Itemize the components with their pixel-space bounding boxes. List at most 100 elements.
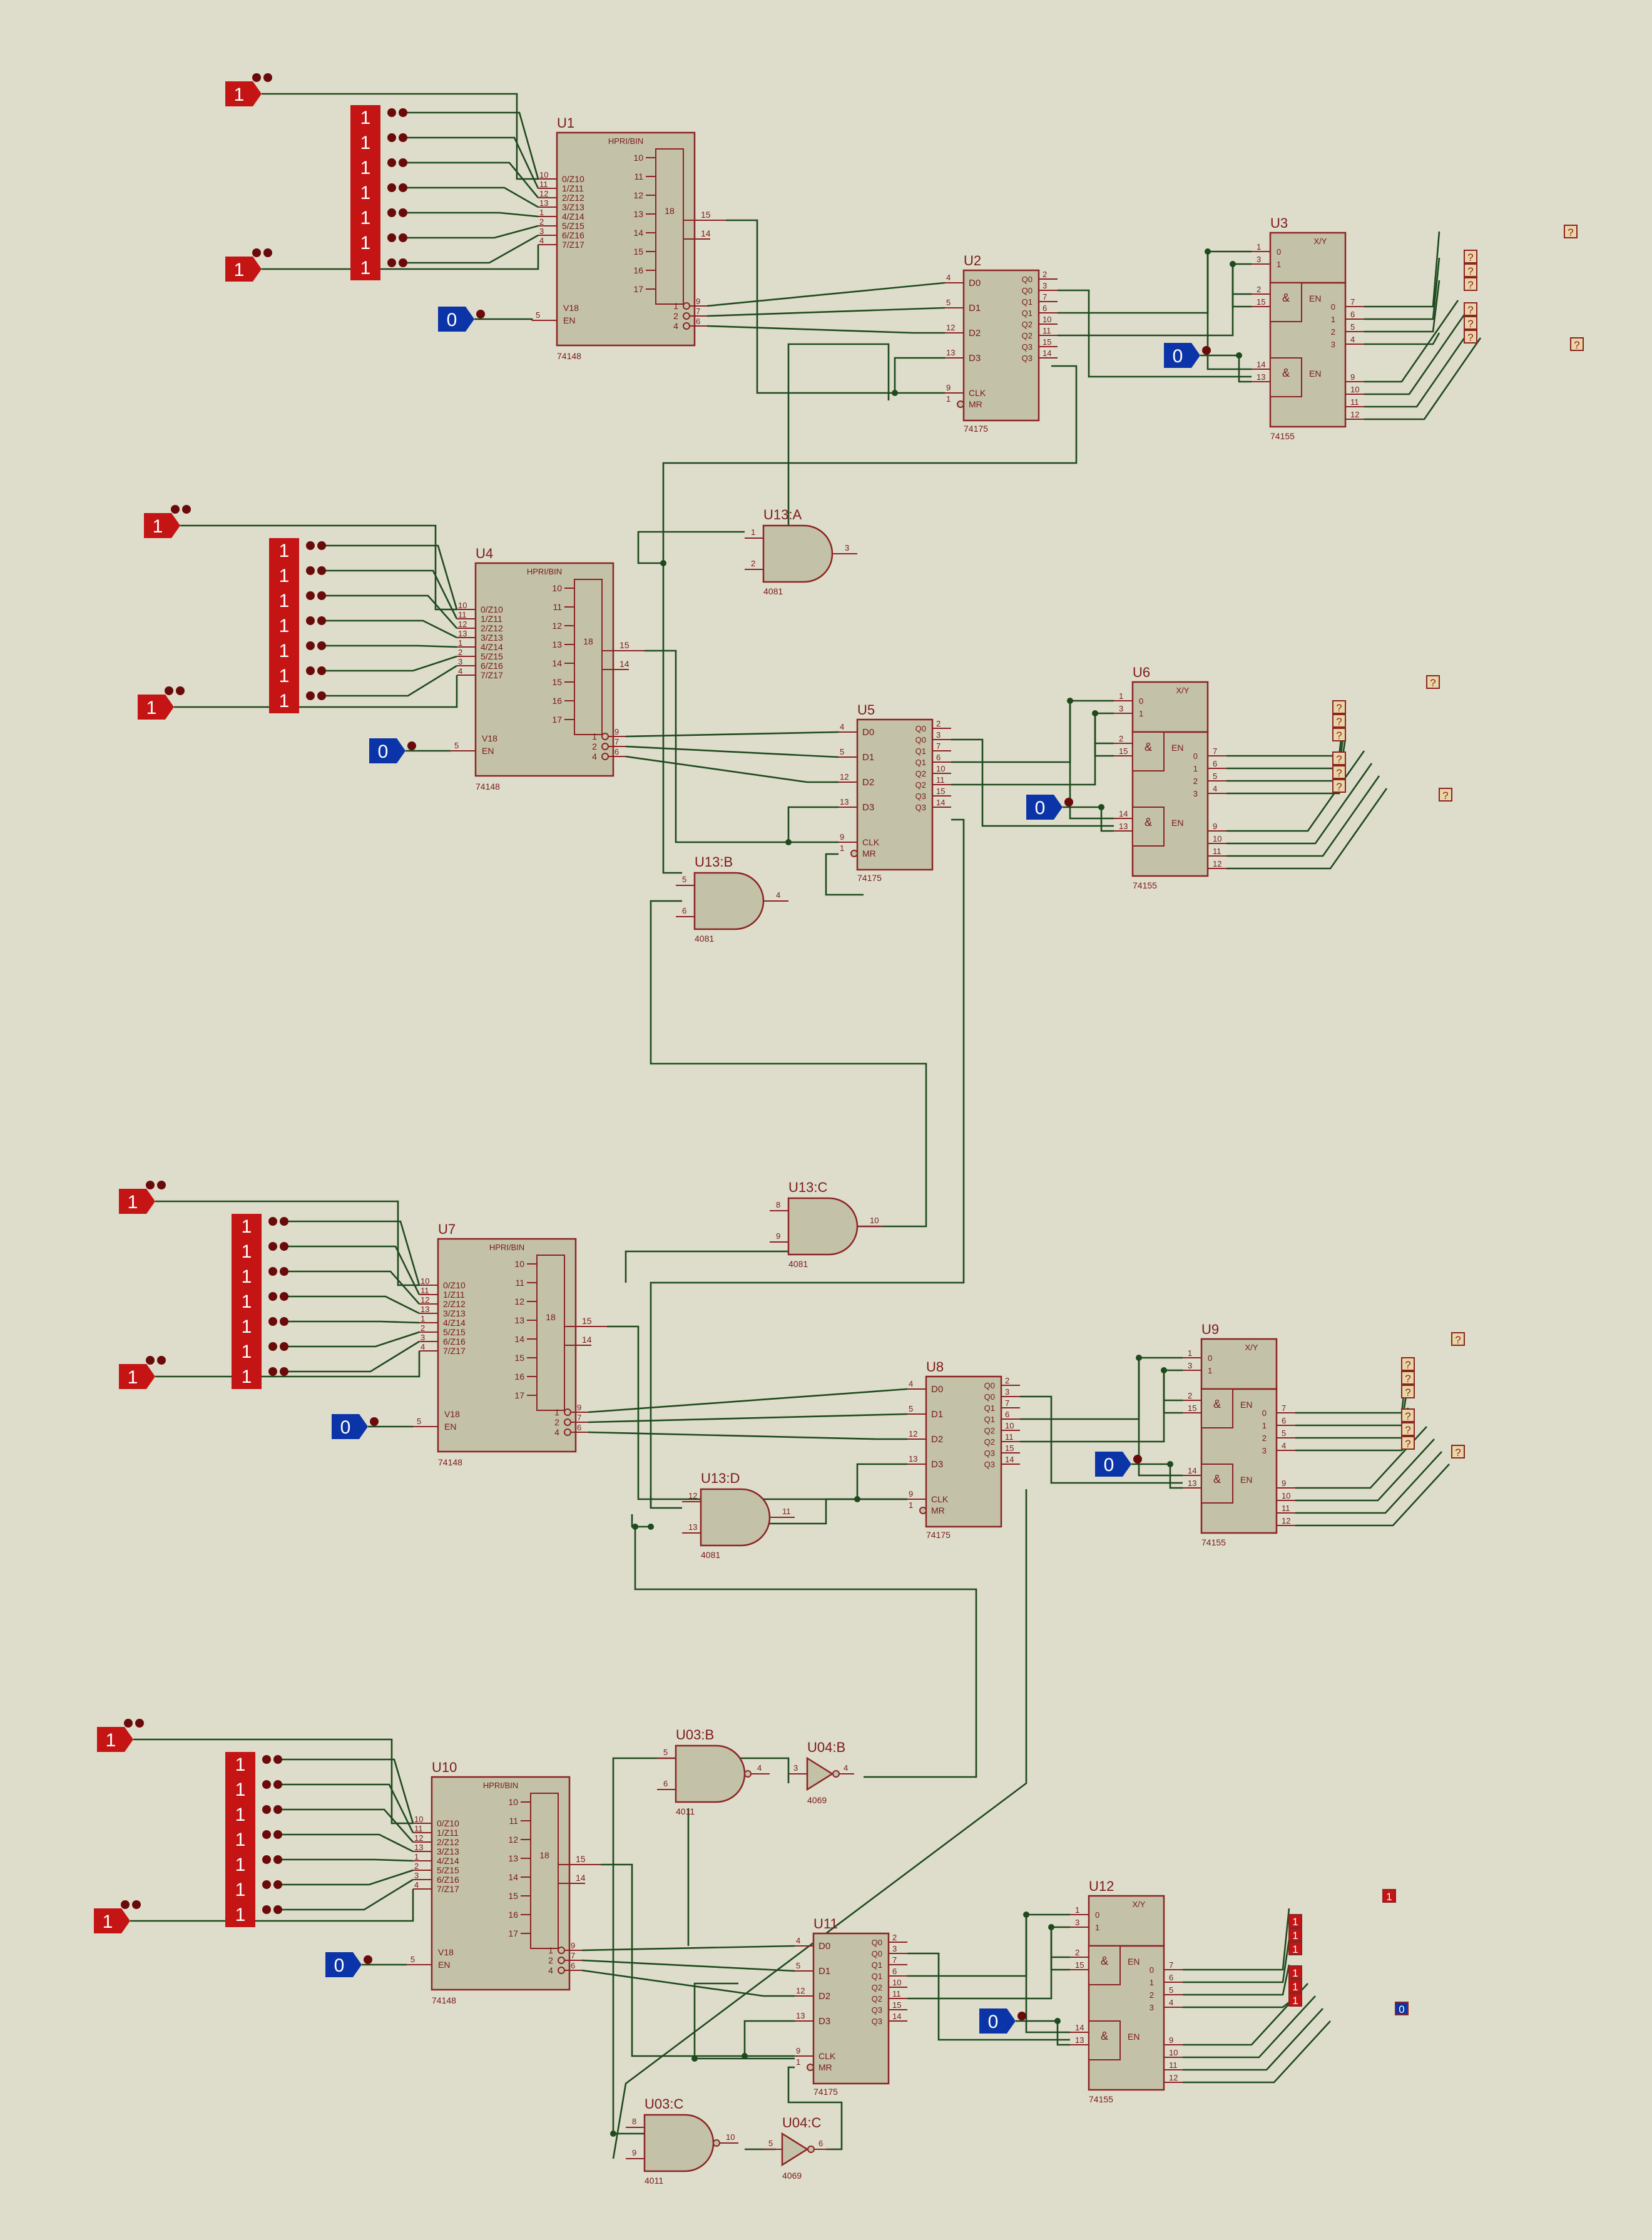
pin-name: 2/Z12 — [481, 623, 503, 633]
junction-dot — [1023, 1912, 1029, 1918]
pin-number: 15 — [514, 1353, 524, 1363]
wire — [1183, 1995, 1316, 2059]
wire — [278, 1878, 414, 1911]
pin-name: 4 — [548, 1965, 553, 1975]
probe-dot — [280, 1317, 288, 1326]
wire — [581, 1945, 795, 1952]
pin-name: 1 — [1139, 709, 1143, 718]
wire — [662, 365, 1078, 874]
pin-number: 11 — [509, 1816, 518, 1826]
probe-value: ? — [1336, 781, 1342, 793]
pin-name: D2 — [969, 328, 981, 339]
pin-number: 2 — [936, 719, 941, 728]
logic-state-box — [369, 738, 405, 763]
probe-dot — [280, 1367, 288, 1376]
probe-box — [1464, 302, 1477, 316]
pin-number: 10 — [726, 2132, 735, 2142]
pin-name: CLK — [818, 2051, 836, 2061]
logic-state-value: 1 — [235, 1779, 246, 1800]
probe-dot — [1133, 1455, 1142, 1464]
logic-state-value: 0 — [988, 2012, 999, 2032]
output-probe: ? — [1451, 1445, 1465, 1459]
probe-dot — [399, 208, 407, 217]
logic-state-box — [350, 105, 380, 130]
part-ref: U11 — [813, 1916, 838, 1932]
logic-low-source: 0 — [1164, 343, 1211, 368]
pin-number: 17 — [552, 715, 562, 725]
inversion-bubble — [683, 322, 690, 330]
pin-number: 10 — [1043, 315, 1051, 324]
pin-number: 13 — [1257, 372, 1265, 382]
pin-number: 11 — [892, 1989, 901, 1998]
pin-name: CLK — [969, 388, 986, 398]
pin-name: EN — [1240, 1475, 1252, 1485]
pin-name: Q2 — [872, 1983, 882, 1992]
wire — [951, 712, 1114, 786]
pin-number: 15 — [582, 1316, 592, 1326]
pin-number: 10 — [414, 1815, 423, 1824]
pin-name: Q3 — [872, 2005, 882, 2015]
probe-dot — [387, 183, 396, 192]
wire — [1206, 252, 1252, 370]
logic-state-box — [225, 1752, 255, 1777]
part-type: 4081 — [788, 1259, 808, 1269]
part-ref: U13:A — [763, 507, 802, 522]
pin-number: 9 — [577, 1403, 581, 1412]
pin-number: 13 — [552, 639, 562, 649]
pin-name: V18 — [563, 303, 579, 313]
logic-low-source: 0 — [325, 1952, 372, 1977]
wire — [607, 1325, 907, 1500]
pin-number: 4 — [840, 722, 844, 731]
logic-state-box — [232, 1314, 262, 1339]
pin-number: 8 — [776, 1200, 780, 1209]
logic-state-box — [269, 538, 299, 563]
pin-number: 13 — [539, 198, 548, 208]
pin-number: 6 — [1005, 1410, 1009, 1419]
probe-dot — [268, 1217, 277, 1226]
probe-dot — [263, 248, 272, 257]
wire — [278, 1783, 414, 1833]
pin-number: 1 — [1257, 242, 1261, 252]
pin-name: 1 — [1150, 1978, 1154, 1987]
part-type: 74155 — [1089, 2094, 1113, 2104]
part-type: 4081 — [701, 1550, 720, 1560]
pin-number: 12 — [414, 1833, 423, 1843]
wire — [180, 524, 457, 611]
wire — [403, 136, 539, 189]
output-probe: ? — [1332, 714, 1346, 728]
latch-u5: U574175D04D15D212D313CLK9MR1Q02Q03Q17Q16… — [839, 702, 951, 883]
pin-name: EN — [1171, 818, 1183, 828]
pin-name: 2 — [1150, 1990, 1154, 2000]
junction-dot — [1067, 698, 1073, 704]
probe-value: 0 — [1399, 2003, 1404, 2015]
encoder-inner-box — [655, 148, 684, 305]
pin-number: 14 — [1005, 1455, 1014, 1464]
pin-name: Q2 — [1022, 331, 1032, 340]
pin-number: 3 — [1075, 1918, 1079, 1927]
pin-number: 10 — [1005, 1421, 1014, 1430]
and-symbol: & — [1145, 816, 1152, 828]
pin-number: 18 — [546, 1312, 556, 1322]
pin-name: D1 — [969, 303, 981, 313]
pin-number: 11 — [1043, 326, 1051, 335]
wire — [825, 853, 864, 896]
and-symbol: & — [1213, 1398, 1221, 1410]
pin-number: 4 — [757, 1763, 762, 1773]
output-probe: ? — [1332, 765, 1346, 779]
part-ref: U04:B — [807, 1739, 845, 1755]
and-box-a — [1132, 731, 1165, 771]
encoder-body — [556, 131, 696, 347]
wire — [770, 1498, 907, 1525]
logic-high-source: 1 — [119, 1356, 166, 1389]
probe-box — [1451, 1332, 1465, 1346]
logic-state-box — [232, 1364, 262, 1389]
pin-name: 1/Z11 — [481, 614, 502, 624]
latch-body — [962, 269, 1040, 422]
logic-state-box — [332, 1414, 368, 1439]
part-type: 74155 — [1270, 431, 1295, 441]
wire — [1364, 231, 1440, 308]
pin-name: EN — [1128, 2032, 1140, 2042]
part-ref: U8 — [926, 1359, 944, 1375]
pin-number: 13 — [909, 1454, 917, 1464]
